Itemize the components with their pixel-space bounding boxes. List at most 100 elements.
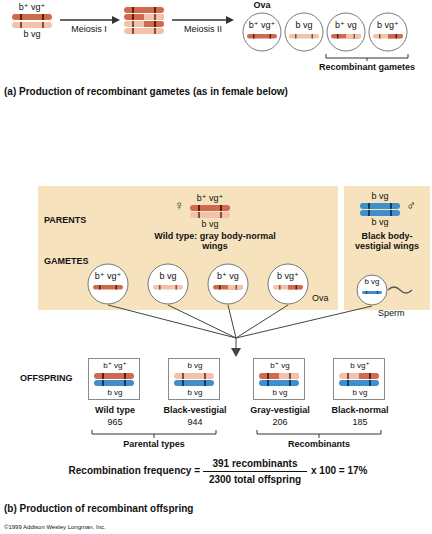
count-number: 185 (334, 417, 386, 427)
gene-label: b vg (254, 388, 306, 397)
gamete-circle: b vg⁺ (368, 12, 408, 52)
chromosome (124, 7, 164, 13)
gene-label: b vg (355, 217, 405, 227)
circle-outline (368, 12, 408, 52)
chromosome (12, 14, 52, 20)
circle-outline (285, 13, 323, 51)
gamete-circle: b⁺ vg⁺ (242, 12, 282, 52)
gene-label: b vg (355, 191, 405, 201)
gene-label: b vg (169, 388, 221, 397)
phenotype-label: Wild type: gray body-normal wings (150, 231, 280, 252)
bracket-label: Recombinant gametes (312, 62, 422, 72)
sex-symbol: ♂ (402, 199, 420, 214)
circle-outline (327, 13, 365, 51)
count-number: 944 (169, 417, 221, 427)
phenotype-label: Black-normal (310, 405, 410, 415)
arrow-head (226, 16, 234, 24)
circle-outline (242, 12, 282, 52)
bracket (326, 54, 408, 61)
step-label: Meiosis I (56, 24, 122, 34)
circle-outline (148, 264, 188, 304)
gene-label: b⁺ vg⁺ (89, 361, 141, 370)
gene-label: b vg (7, 29, 57, 39)
circle-outline (88, 264, 128, 304)
offspring-box: b⁺ vg⁺b vgWild type965 (88, 358, 140, 400)
arrow-head (112, 16, 120, 24)
chromosome (124, 28, 164, 34)
phenotype-label: Wild type (65, 405, 165, 415)
bracket (92, 430, 216, 438)
offspring-box: b vgb vgBlack-vestigial944 (168, 358, 220, 400)
gene-label: b vg⁺ (267, 271, 309, 281)
ovum-circle: b⁺ vg (207, 263, 249, 305)
bracket (257, 430, 381, 438)
circle-outline (326, 12, 366, 52)
gene-label: b⁺ vg (207, 271, 249, 281)
gene-label: b vg (89, 388, 141, 397)
circle-outline (267, 263, 309, 305)
gene-label: b vg (352, 277, 392, 286)
gene-label: b⁺ vg⁺ (242, 20, 282, 30)
phenotype-label: Gray-vestigial (230, 405, 330, 415)
gene-label: b⁺ vg⁺ (185, 193, 235, 203)
ovum-circle: b vg⁺ (267, 263, 309, 305)
circle-outline (369, 13, 407, 51)
circle-outline (284, 12, 324, 52)
fraction-denominator: 2300 total offspring (195, 474, 315, 486)
count-number: 965 (89, 417, 141, 427)
fraction-bar (203, 471, 307, 472)
bracket-label: Parental types (99, 439, 209, 449)
gene-label: b⁺ vg⁺ (7, 2, 57, 12)
gene-label: b⁺ vg (326, 20, 366, 30)
gamete-label: Sperm (378, 308, 422, 318)
group-label: Ova (312, 293, 342, 303)
sex-symbol: ♀ (170, 199, 188, 214)
ovum-circle: b⁺ vg⁺ (87, 263, 129, 305)
ovum-circle: b vg (147, 263, 189, 305)
circle-outline (268, 264, 308, 304)
phenotype-label: Black-vestigial (145, 405, 245, 415)
circle-outline (243, 13, 281, 51)
gene-label: b vg (147, 271, 189, 281)
row-label: PARENTS (44, 215, 114, 225)
gene-label: b vg⁺ (334, 361, 386, 370)
count-number: 206 (254, 417, 306, 427)
offspring-box: b⁺ vgb vgGray-vestigial206 (253, 358, 305, 400)
chromosome (12, 22, 52, 28)
circle-outline (208, 264, 248, 304)
offspring-box: b vg⁺b vgBlack-normal185 (333, 358, 385, 400)
parent-panel: b vg♂b vgBlack body- vestigial wingsb vg… (344, 186, 430, 310)
group-label: Ova (246, 0, 278, 10)
copyright-note: ©1999 Addison Wesley Longman, Inc. (4, 524, 224, 531)
gamete-circle: b⁺ vg (326, 12, 366, 52)
fertilization-lines (108, 305, 372, 349)
parent-panel: PARENTS♀b⁺ vg⁺b vgWild type: gray body-n… (38, 186, 338, 310)
gene-label: b⁺ vg (254, 361, 306, 370)
gene-label: b vg (284, 20, 324, 30)
gene-label: b vg (185, 219, 235, 229)
gene-label: b vg (334, 388, 386, 397)
step-label: Meiosis II (169, 24, 237, 34)
circle-outline (147, 263, 189, 305)
circle-outline (207, 263, 249, 305)
bracket-label: Recombinants (264, 439, 374, 449)
gamete-circle: b vg (284, 12, 324, 52)
equation-text: x 100 = 17% (311, 465, 401, 477)
equation-text: Recombination frequency = (40, 465, 200, 477)
meiosis-arrow (60, 19, 112, 21)
gene-label: b⁺ vg⁺ (87, 271, 129, 281)
fraction-numerator: 391 recombinants (195, 458, 315, 470)
gene-label: b vg (169, 361, 221, 370)
meiosis-arrow (172, 19, 226, 21)
chromosome (124, 14, 164, 20)
row-label: OFFSPRING (20, 373, 86, 383)
sperm-circle: b vgSperm (356, 274, 388, 306)
row-label: GAMETES (44, 256, 114, 266)
part-caption: (a) Production of recombinant gametes (a… (4, 86, 428, 98)
circle-outline (87, 263, 129, 305)
gene-label: b vg⁺ (368, 20, 408, 30)
phenotype-label: Black body- vestigial wings (347, 231, 427, 252)
part-caption: (b) Production of recombinant offspring (4, 503, 428, 515)
arrow-head (231, 348, 241, 357)
